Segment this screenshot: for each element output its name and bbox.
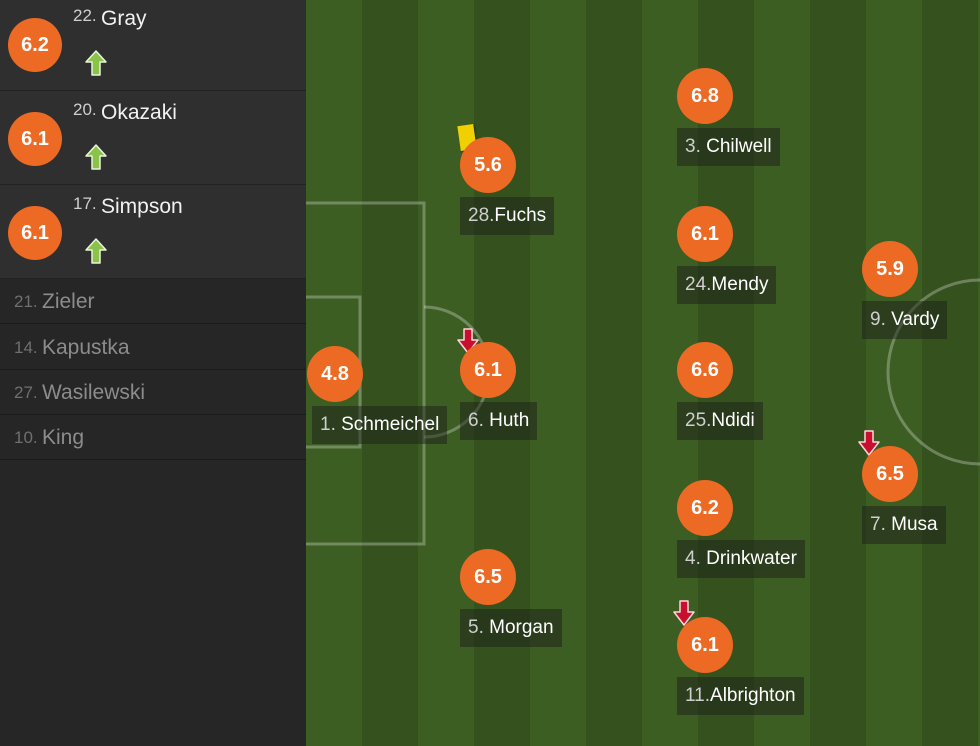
player-number: 14.	[14, 338, 38, 357]
bench-row[interactable]: 14. Kapustka	[0, 325, 306, 370]
player-number: 22.	[73, 6, 97, 25]
player-name: Schmeichel	[341, 414, 440, 435]
up-arrow-icon	[85, 144, 107, 170]
player-number: 17.	[73, 194, 97, 213]
player-number: 11.	[685, 685, 711, 706]
player-number: 28.	[468, 205, 495, 226]
player-name: Zieler	[42, 290, 95, 313]
player-card[interactable]: 6.1 11.Albrighton	[677, 617, 817, 727]
player-label: 11.Albrighton	[677, 677, 804, 715]
player-card[interactable]: 6.6 25.Ndidi	[677, 342, 817, 452]
rating-badge: 5.6	[460, 137, 516, 193]
rating-badge: 6.6	[677, 342, 733, 398]
player-number: 10.	[14, 428, 38, 447]
player-number: 3.	[685, 136, 707, 157]
player-card[interactable]: 5.9 9. Vardy	[862, 241, 980, 351]
player-number: 20.	[73, 100, 97, 119]
player-card[interactable]: 6.2 4. Drinkwater	[677, 480, 817, 590]
bench-row[interactable]: 10. King	[0, 415, 306, 460]
rating-badge: 6.5	[460, 549, 516, 605]
player-name: Fuchs	[494, 205, 547, 226]
player-card[interactable]: 6.1 6. Huth	[460, 342, 600, 452]
player-card[interactable]: 5.6 28.Fuchs	[460, 137, 600, 247]
player-number: 24.	[685, 274, 712, 295]
player-label: 5. Morgan	[460, 609, 562, 647]
player-label: 25.Ndidi	[677, 402, 763, 440]
player-card[interactable]: 6.8 3. Chilwell	[677, 68, 817, 178]
player-name: Gray	[101, 7, 147, 30]
rating-badge: 6.1	[8, 206, 62, 260]
player-name: Okazaki	[101, 101, 177, 124]
player-label: 9. Vardy	[862, 301, 948, 339]
player-name: Huth	[489, 410, 530, 431]
player-card[interactable]: 6.1 24.Mendy	[677, 206, 817, 316]
rating-badge: 6.2	[677, 480, 733, 536]
player-label: 4. Drinkwater	[677, 540, 805, 578]
rating-badge: 6.1	[677, 206, 733, 262]
player-label: 1. Schmeichel	[312, 406, 448, 444]
player-number: 4.	[685, 548, 707, 569]
player-number: 9.	[870, 309, 892, 330]
player-number: 5.	[468, 617, 490, 638]
rating-badge: 4.8	[307, 346, 363, 402]
player-card[interactable]: 6.5 7. Musa	[862, 446, 980, 556]
rating-badge: 5.9	[862, 241, 918, 297]
player-number: 21.	[14, 292, 38, 311]
player-number: 1.	[320, 414, 342, 435]
bench-row[interactable]: 27. Wasilewski	[0, 370, 306, 415]
player-name: Albrighton	[710, 685, 796, 706]
player-number: 7.	[870, 514, 892, 535]
rating-badge: 6.1	[8, 112, 62, 166]
player-name: Musa	[891, 514, 938, 535]
player-card[interactable]: 4.8 1. Schmeichel	[306, 346, 448, 456]
rating-badge: 6.5	[862, 446, 918, 502]
player-name: Chilwell	[706, 136, 772, 157]
substitute-row[interactable]: 6.2 22. Gray	[0, 0, 306, 91]
bench-row[interactable]: 21. Zieler	[0, 279, 306, 324]
up-arrow-icon	[85, 238, 107, 264]
rating-badge: 6.1	[460, 342, 516, 398]
player-label: 28.Fuchs	[460, 197, 555, 235]
player-name: Simpson	[101, 195, 183, 218]
up-arrow-icon	[85, 50, 107, 76]
player-name: Kapustka	[42, 336, 130, 359]
player-name: King	[42, 426, 85, 449]
rating-badge: 6.2	[8, 18, 62, 72]
player-number: 25.	[685, 410, 712, 431]
substitute-row[interactable]: 6.1 20. Okazaki	[0, 91, 306, 185]
player-name: Wasilewski	[42, 381, 146, 404]
rating-badge: 6.8	[677, 68, 733, 124]
rating-badge: 6.1	[677, 617, 733, 673]
substitutes-panel: 6.2 22. Gray 6.1 20. Okazaki 6.1 17. Sim…	[0, 0, 306, 746]
pitch: 4.8 1. Schmeichel 5.6 28.Fuchs 6.1 6. Hu…	[306, 0, 980, 746]
player-name: Mendy	[711, 274, 769, 295]
player-name: Drinkwater	[706, 548, 797, 569]
player-name: Morgan	[489, 617, 554, 638]
player-label: 7. Musa	[862, 506, 946, 544]
player-label: 3. Chilwell	[677, 128, 780, 166]
player-label: 6. Huth	[460, 402, 538, 440]
substitute-row[interactable]: 6.1 17. Simpson	[0, 185, 306, 279]
player-name: Vardy	[891, 309, 940, 330]
player-number: 27.	[14, 383, 38, 402]
down-arrow-icon	[858, 430, 880, 456]
player-name: Ndidi	[711, 410, 755, 431]
down-arrow-icon	[673, 600, 695, 626]
player-label: 24.Mendy	[677, 266, 777, 304]
player-number: 6.	[468, 410, 490, 431]
player-card[interactable]: 6.5 5. Morgan	[460, 549, 600, 659]
